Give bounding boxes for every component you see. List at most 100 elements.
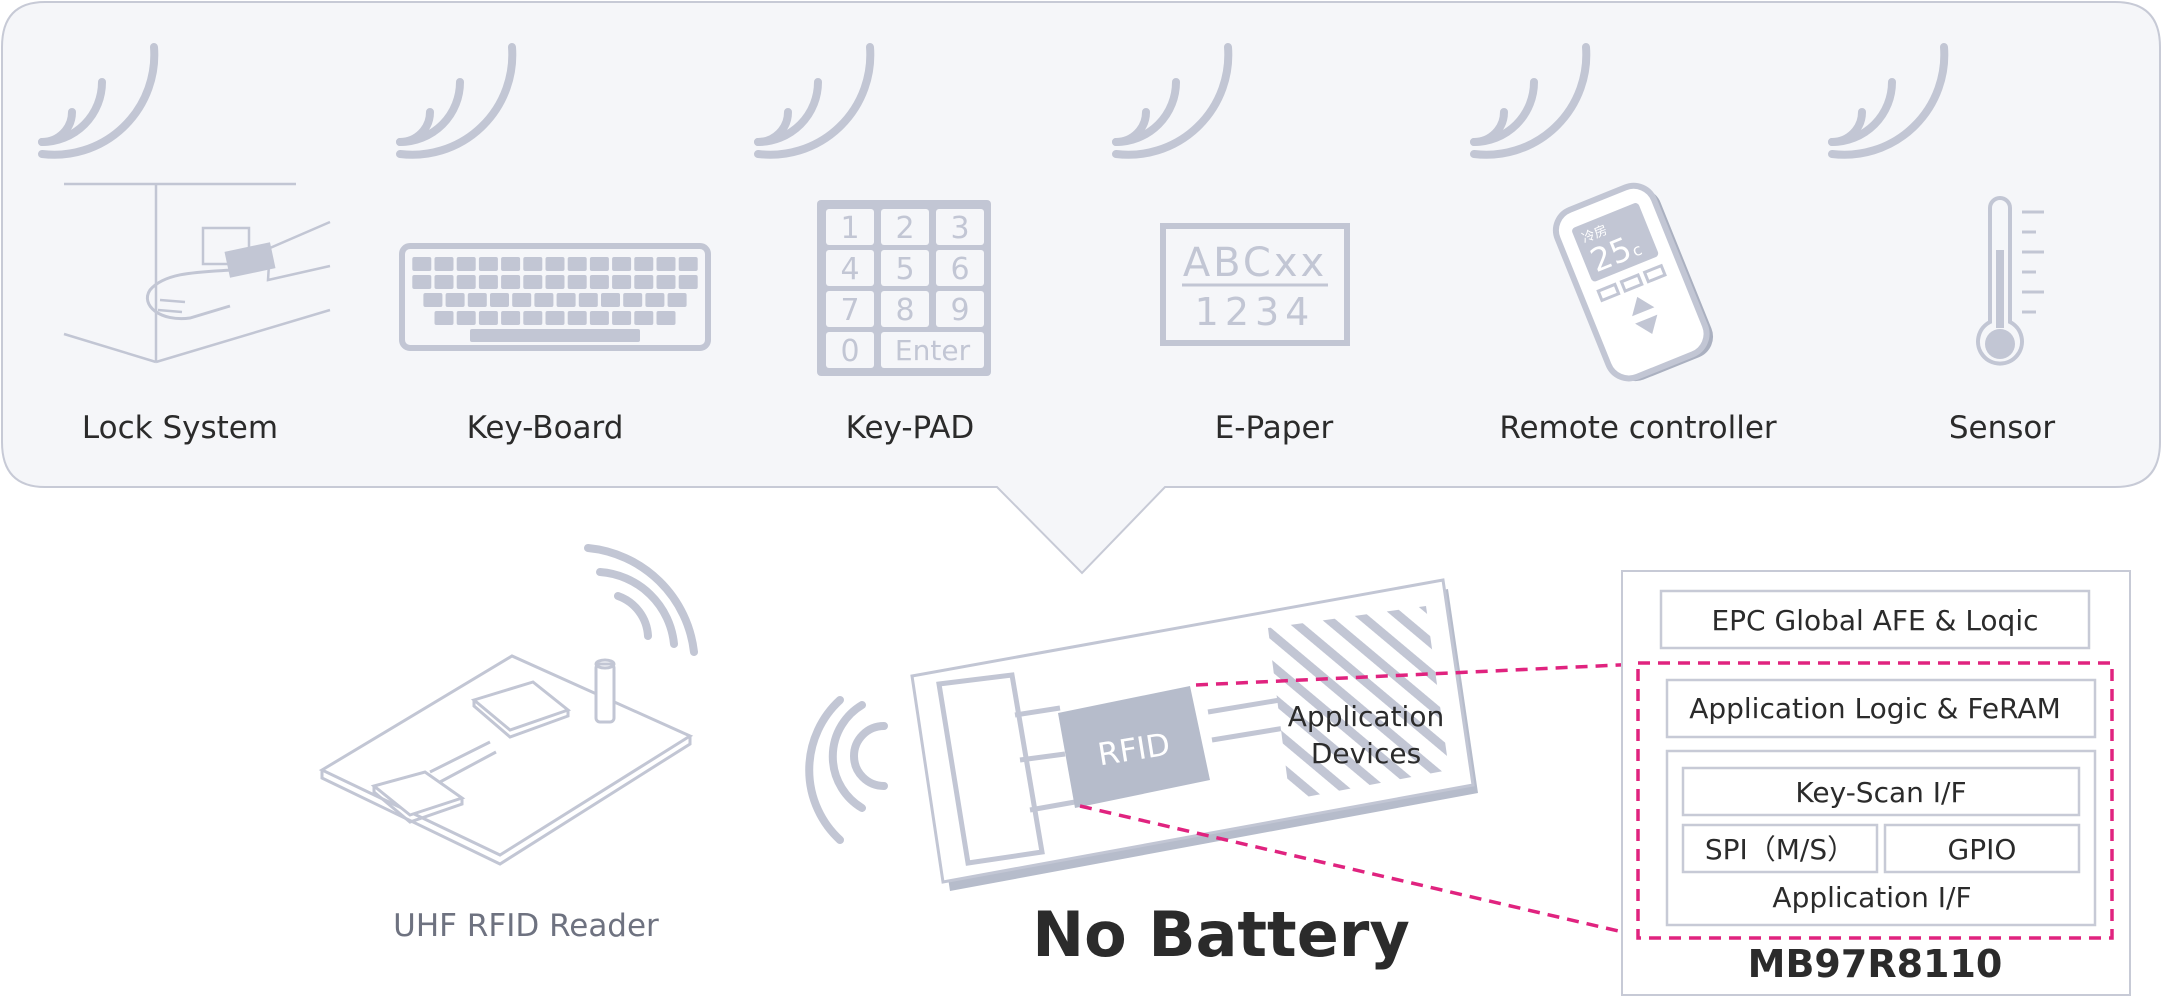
highlight-connectors <box>1079 662 1641 938</box>
keyboard-key <box>412 257 432 271</box>
keyboard-key <box>490 293 509 307</box>
keyboard-key <box>567 257 587 271</box>
uhf-rfid-reader-icon <box>318 544 698 866</box>
keyboard-key <box>612 257 632 271</box>
keyboard-key <box>412 275 432 289</box>
keyboard-key <box>456 311 476 325</box>
wave-icon <box>38 43 159 159</box>
keyboard-key <box>523 257 543 271</box>
keypad-key-label: 0 <box>840 334 859 369</box>
keyboard-key <box>567 311 587 325</box>
keypad-key-label: 3 <box>950 211 969 246</box>
keyboard-key <box>434 257 454 271</box>
keyboard-key <box>645 293 665 307</box>
keypad-key-label: 5 <box>895 252 914 287</box>
device-label-key-board: Key-Board <box>467 410 624 446</box>
chip-app-if-label: Application I/F <box>1772 881 1971 914</box>
keyboard-key <box>434 311 454 325</box>
chip-block-diagram: EPC Global AFE & Loqic Application Logic… <box>1621 570 2131 996</box>
keyboard-icon <box>399 243 711 351</box>
lock-system-icon <box>63 182 331 364</box>
keyboard-key <box>534 293 554 307</box>
keyboard-key <box>512 293 532 307</box>
app-devices-label-2: Devices <box>1311 737 1421 770</box>
keyboard-key <box>612 311 632 325</box>
keyboard-key <box>656 257 676 271</box>
device-label-lock-system: Lock System <box>82 410 278 446</box>
keypad-key-label: 1 <box>840 211 859 246</box>
keypad-key-label: 2 <box>895 211 914 246</box>
keypad-key <box>936 209 984 245</box>
keyboard-key <box>667 293 687 307</box>
keyboard-key <box>523 311 543 325</box>
keyboard-key <box>456 275 476 289</box>
keyboard-key <box>656 275 676 289</box>
keypad-key <box>881 291 929 327</box>
device-label-remote-controller: Remote controller <box>1499 410 1777 446</box>
rfid-tag-board: RFID Application Devices <box>910 578 1478 891</box>
keypad-key <box>826 291 874 327</box>
wave-icons-row <box>38 43 1949 159</box>
chip-keyscan-block: Key-Scan I/F <box>1795 776 1966 809</box>
keyboard-key <box>589 275 609 289</box>
keyboard-key <box>501 257 521 271</box>
keypad-key <box>826 209 874 245</box>
keyboard-key <box>634 275 654 289</box>
keyboard-key <box>456 257 476 271</box>
device-label-sensor: Sensor <box>1949 410 2056 446</box>
keyboard-key <box>556 293 576 307</box>
epaper-line1: ABCxx <box>1183 240 1327 286</box>
keypad-key-label: 6 <box>950 252 969 287</box>
keyboard-key <box>634 257 654 271</box>
no-battery-label: No Battery <box>1032 898 1409 971</box>
wave-icon <box>396 43 517 159</box>
chip-name: MB97R8110 <box>1748 942 2003 986</box>
app-devices-label-1: Application <box>1288 700 1444 733</box>
keypad-key <box>881 250 929 286</box>
wave-icon <box>754 43 875 159</box>
remote-controller-icon: 冷房 25 c <box>1552 182 1714 382</box>
keyboard-key <box>578 293 598 307</box>
keyboard-key <box>478 275 498 289</box>
wave-icon <box>1828 43 1949 159</box>
keypad-key <box>881 209 929 245</box>
keyboard-key <box>601 293 620 307</box>
keyboard-key <box>467 293 487 307</box>
keyboard-key <box>623 293 643 307</box>
keypad-key <box>826 250 874 286</box>
thermometer-icon <box>1976 196 2044 366</box>
wave-icon <box>1470 43 1591 159</box>
keyboard-key <box>545 257 565 271</box>
uhf-rfid-reader-label: UHF RFID Reader <box>393 908 659 944</box>
epaper-line2: 1234 <box>1195 290 1316 334</box>
device-label-e-paper: E-Paper <box>1215 410 1334 446</box>
keypad-key-label: 4 <box>840 252 859 287</box>
keyboard-key <box>567 275 587 289</box>
keyboard-key <box>589 311 609 325</box>
keypad-key <box>936 250 984 286</box>
keyboard-key <box>678 275 698 289</box>
epaper-icon: ABCxx 1234 <box>1160 223 1350 346</box>
keyboard-key <box>501 311 521 325</box>
keyboard-key <box>523 275 543 289</box>
keyboard-key <box>501 275 521 289</box>
chip-epc-block: EPC Global AFE & Loqic <box>1711 604 2038 637</box>
keyboard-key <box>545 275 565 289</box>
keypad-key <box>936 291 984 327</box>
devices-panel <box>0 0 2161 575</box>
chip-spi-block: SPI（M/S） <box>1705 833 1855 866</box>
keypad-key <box>826 332 874 368</box>
keyboard-key <box>478 311 498 325</box>
keypad-enter-label: Enter <box>895 334 971 367</box>
keyboard-key <box>434 275 454 289</box>
device-label-key-pad: Key-PAD <box>846 410 975 446</box>
keyboard-key <box>678 257 698 271</box>
chip-app-logic-block: Application Logic & FeRAM <box>1689 692 2061 725</box>
keypad-enter-key <box>881 332 984 368</box>
tag-wave-icon <box>805 696 888 844</box>
keyboard-key <box>445 293 465 307</box>
keyboard-key <box>545 311 565 325</box>
keyboard-key <box>612 275 632 289</box>
